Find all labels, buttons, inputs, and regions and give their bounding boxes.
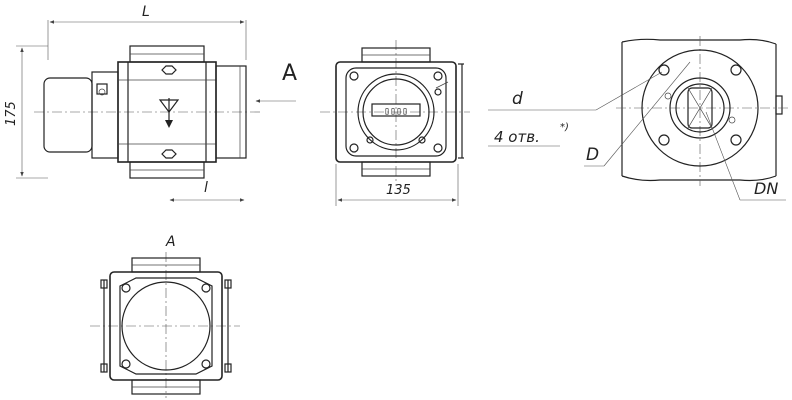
view-a-title: A — [165, 234, 176, 250]
flange-outer-circle — [641, 49, 759, 167]
bolt — [366, 136, 374, 144]
holes-count-label: 4 отв. — [494, 128, 540, 146]
bolt-hole — [730, 64, 742, 76]
dimension-135-label: 135 — [386, 183, 411, 198]
insert-hatch — [687, 87, 713, 129]
bolt — [121, 359, 131, 369]
counter-cover — [91, 71, 119, 159]
counter-window — [371, 103, 421, 117]
bolt — [418, 136, 426, 144]
leader-D — [603, 61, 691, 167]
break-line-bottom — [621, 175, 777, 182]
bolt — [349, 71, 359, 81]
bore-insert — [687, 87, 713, 129]
dimension-l-label: l — [204, 180, 208, 196]
view-a: A — [90, 234, 240, 398]
lug-cap — [100, 363, 108, 373]
seal-lock — [96, 83, 108, 95]
bolt — [201, 283, 211, 293]
side-view: L 175 l — [4, 4, 297, 202]
break-line-top — [621, 38, 777, 45]
bolt — [121, 283, 131, 293]
side-plug — [775, 95, 783, 115]
seal-wire — [435, 81, 449, 89]
bolt-hex — [161, 65, 177, 75]
seal-screw — [98, 88, 106, 96]
counter-dial-inner — [362, 78, 430, 146]
dimension-L-label: L — [142, 4, 150, 20]
nominal-diameter-label: DN — [754, 179, 778, 198]
lug-cap — [224, 363, 232, 373]
body — [109, 271, 223, 381]
seal-screw — [434, 88, 442, 96]
front-view: ▯▯▯▯ 135 — [320, 40, 470, 206]
view-label-A: A — [282, 61, 297, 86]
flow-arrow-head — [158, 99, 180, 113]
leader-d — [595, 71, 663, 111]
flange-view — [488, 36, 788, 201]
body-chamfer — [119, 277, 213, 375]
bolt — [433, 143, 443, 153]
bore-outer — [669, 77, 731, 139]
bolt-hex — [161, 149, 177, 159]
body-inner-rim — [345, 67, 447, 157]
flow-arrow-tip — [165, 120, 173, 128]
bolt-hole — [658, 134, 670, 146]
holes-note-label: *) — [560, 122, 569, 133]
bolt — [433, 71, 443, 81]
lug-cap — [100, 279, 108, 289]
bolt-hole — [730, 134, 742, 146]
counter-dial-outer — [357, 73, 435, 151]
bolt-circle-label: D — [586, 145, 599, 165]
hole-diameter-label: d — [512, 89, 523, 109]
lug-cap — [224, 279, 232, 289]
bolt — [201, 359, 211, 369]
bore-circle — [121, 281, 211, 371]
small-hole — [728, 116, 736, 124]
bore-inner — [675, 83, 725, 133]
pipe-stub — [215, 65, 247, 159]
dimension-175-label: 175 — [4, 101, 19, 126]
counter-digits: ▯▯▯▯ — [384, 106, 408, 117]
bolt — [349, 143, 359, 153]
leader-DN — [705, 111, 741, 201]
small-hole — [664, 92, 672, 100]
counter-housing — [43, 77, 93, 153]
meter-body — [335, 61, 457, 163]
bolt-hole — [658, 64, 670, 76]
